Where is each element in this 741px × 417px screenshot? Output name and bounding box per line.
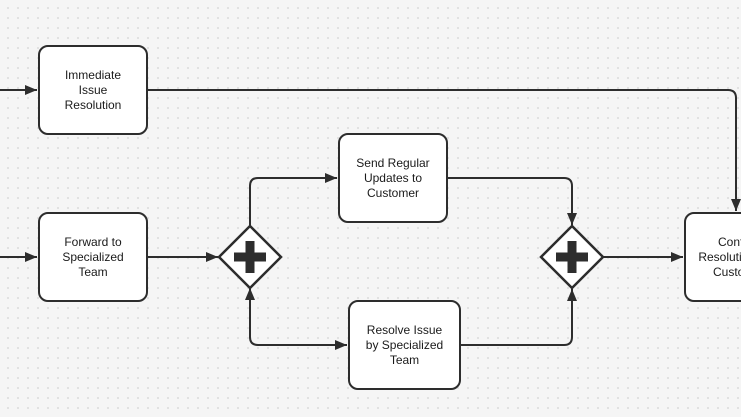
parallel-gateway-join[interactable] bbox=[539, 224, 605, 290]
task-resolve-issue[interactable]: Resolve Issue by Specialized Team bbox=[348, 300, 461, 390]
plus-icon bbox=[245, 241, 255, 273]
task-label: Forward to Specialized Team bbox=[62, 234, 124, 279]
task-label: Immediate Issue Resolution bbox=[64, 67, 122, 112]
flow-updates-to-gateway-right[interactable] bbox=[448, 177, 577, 225]
task-label: Confirm Resolution with Customer bbox=[698, 234, 741, 279]
task-send-regular-updates[interactable]: Send Regular Updates to Customer bbox=[338, 133, 448, 223]
task-immediate-issue-resolution[interactable]: Immediate Issue Resolution bbox=[38, 45, 148, 135]
plus-icon bbox=[567, 241, 577, 273]
flow-immediate-to-confirm[interactable] bbox=[148, 89, 741, 211]
task-confirm-resolution[interactable]: Confirm Resolution with Customer bbox=[684, 212, 741, 302]
flow-gateway-left-to-resolve[interactable] bbox=[245, 288, 347, 350]
task-forward-to-specialized-team[interactable]: Forward to Specialized Team bbox=[38, 212, 148, 302]
flow-gateway-left-to-updates[interactable] bbox=[249, 173, 337, 226]
flow-resolve-to-gateway-right[interactable] bbox=[461, 289, 577, 346]
task-label: Resolve Issue by Specialized Team bbox=[365, 322, 444, 367]
task-label: Send Regular Updates to Customer bbox=[356, 155, 430, 200]
parallel-gateway-split[interactable] bbox=[217, 224, 283, 290]
